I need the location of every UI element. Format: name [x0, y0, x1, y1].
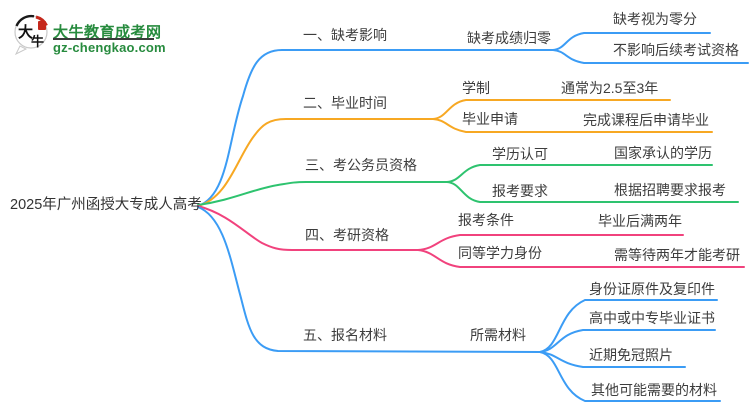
branch-materials-lines	[197, 206, 721, 402]
leaf-diploma: 高中或中专毕业证书	[589, 310, 715, 326]
branch-label-postgraduate: 四、考研资格	[305, 227, 389, 243]
leaf-absence-counted-zero: 缺考视为零分	[613, 11, 697, 27]
node-degree-recognition: 学历认可	[492, 146, 548, 162]
logo-divider	[53, 38, 154, 40]
node-postgrad-condition: 报考条件	[458, 212, 514, 228]
branch-label-absence: 一、缺考影响	[303, 27, 387, 43]
leaf-other-materials: 其他可能需要的材料	[591, 382, 717, 398]
leaf-degree-recognition-value: 国家承认的学历	[614, 145, 712, 161]
node-apply-requirement: 报考要求	[492, 183, 548, 199]
site-name: 大牛教育成考网	[53, 24, 162, 41]
central-topic: 2025年广州函授大专成人高考	[10, 197, 202, 213]
leaf-photo: 近期免冠照片	[589, 347, 673, 363]
site-url: gz-chengkao.com	[53, 40, 166, 55]
leaf-id-card: 身份证原件及复印件	[589, 281, 715, 297]
node-graduation-apply: 毕业申请	[462, 111, 518, 127]
svg-text:大: 大	[18, 23, 33, 41]
leaf-equivalent-status-value: 需等待两年才能考研	[614, 247, 740, 263]
leaf-apply-requirement-value: 根据招聘要求报考	[614, 182, 726, 198]
site-logo-icon: 大 牛	[14, 14, 48, 55]
branch-label-civil-servant: 三、考公务员资格	[305, 157, 417, 173]
node-required-materials: 所需材料	[470, 327, 526, 343]
branch-label-materials: 五、报名材料	[303, 327, 387, 343]
node-study-length: 学制	[462, 80, 490, 96]
branch-absence-lines	[197, 32, 749, 207]
branch-postgraduate-lines	[197, 205, 745, 268]
branch-graduation-lines	[197, 99, 713, 207]
branch-civil-servant-lines	[197, 164, 739, 206]
leaf-postgrad-condition-value: 毕业后满两年	[598, 213, 682, 229]
svg-text:牛: 牛	[31, 34, 44, 49]
branch-label-graduation: 二、毕业时间	[303, 95, 387, 111]
node-absence-score-zero: 缺考成绩归零	[467, 30, 551, 46]
leaf-graduation-apply-value: 完成课程后申请毕业	[583, 112, 709, 128]
node-equivalent-status: 同等学力身份	[458, 245, 542, 261]
leaf-study-length-value: 通常为2.5至3年	[561, 80, 659, 96]
leaf-absence-no-impact: 不影响后续考试资格	[613, 42, 739, 58]
